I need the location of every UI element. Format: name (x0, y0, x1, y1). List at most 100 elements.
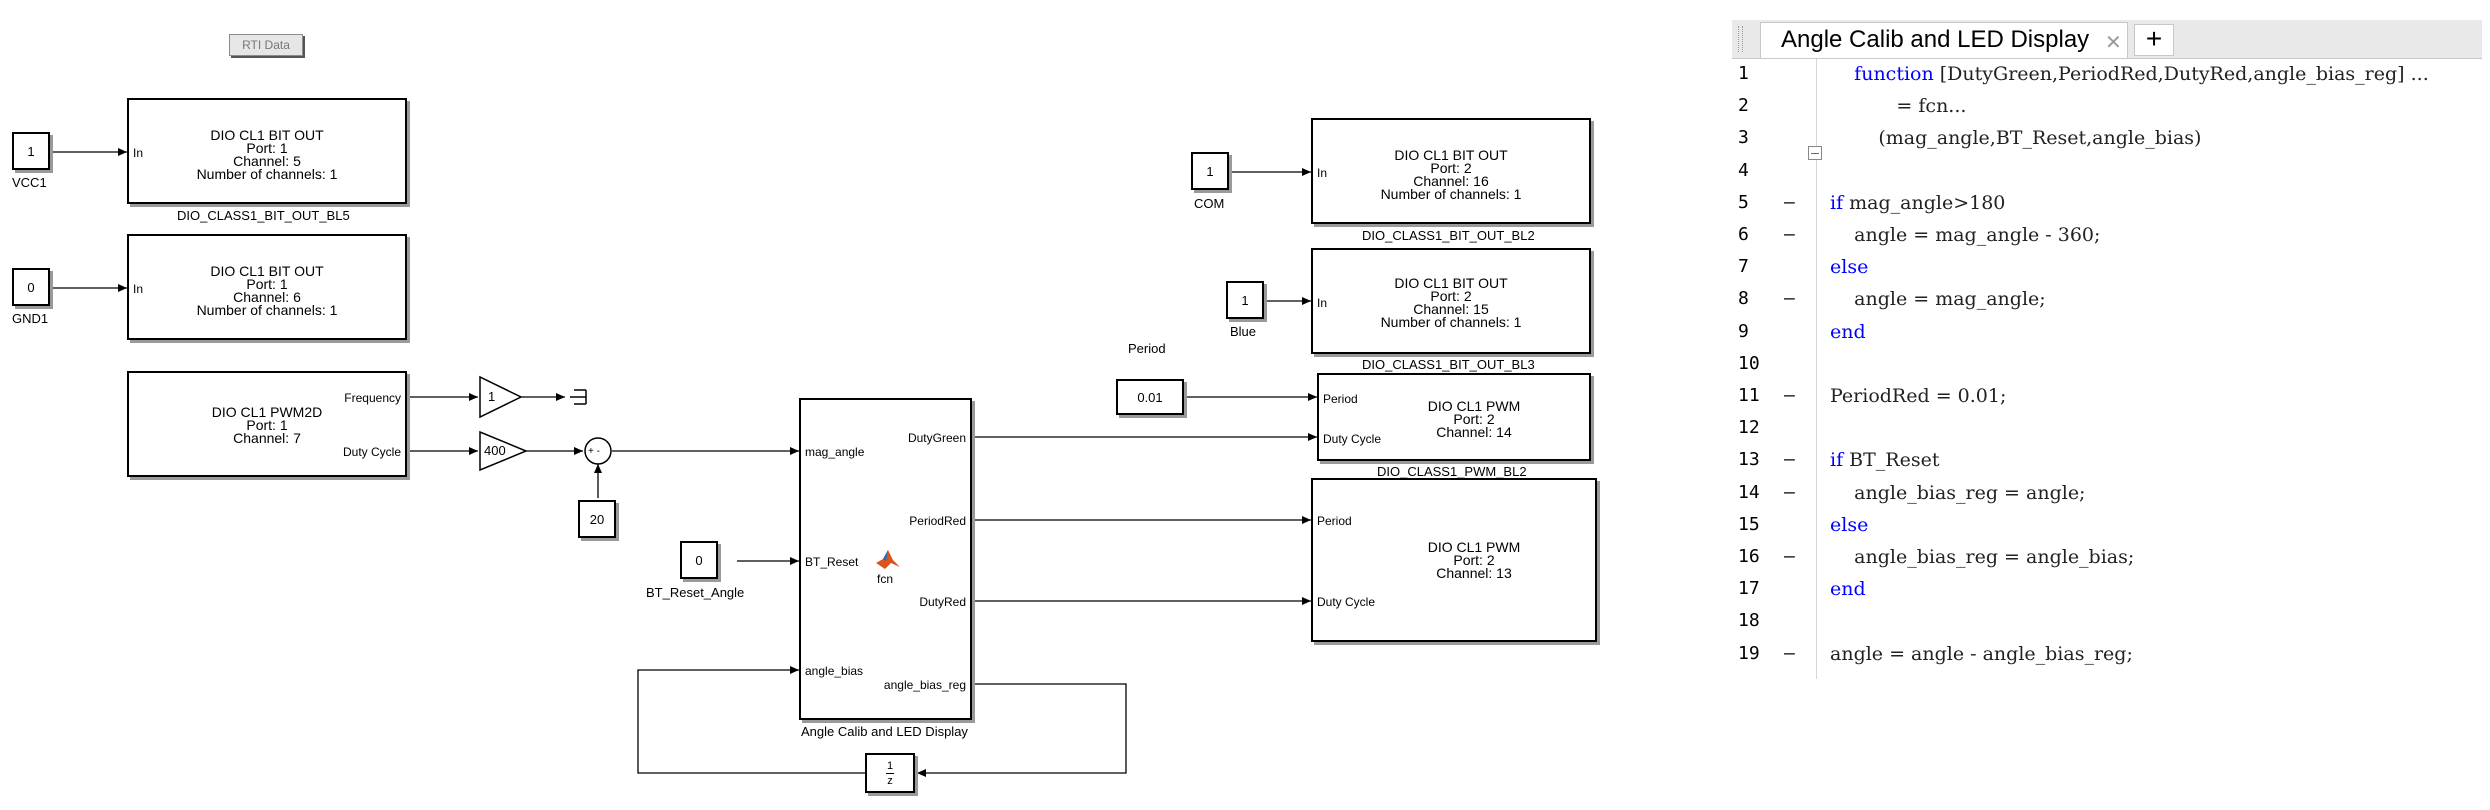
rti-data-block[interactable]: RTI Data (229, 34, 303, 56)
const-value: 1 (1206, 163, 1214, 179)
sum-block[interactable] (584, 437, 612, 465)
code-line[interactable]: end (1830, 578, 1866, 600)
breakpoint-dash[interactable]: – (1784, 288, 1795, 309)
const-blue-label: Blue (1230, 324, 1257, 339)
block-angle-calib-fcn[interactable]: mag_angle BT_Reset angle_bias DutyGreen … (799, 398, 972, 720)
code-line[interactable]: if mag_angle>180 (1830, 192, 2006, 214)
breakpoint-dash[interactable]: – (1784, 546, 1795, 567)
const-period[interactable]: 0.01 (1116, 379, 1184, 415)
gain-400-shape[interactable] (479, 430, 528, 472)
port-duty-cycle: Duty Cycle (342, 445, 401, 459)
breakpoint-dash[interactable]: – (1784, 482, 1795, 503)
line-number: 1 (1738, 63, 1749, 84)
block-line: Number of channels: 1 (1380, 314, 1522, 330)
port-period: Period (1323, 392, 1358, 406)
code-line[interactable]: angle = mag_angle - 360; (1830, 224, 2101, 246)
block-line: DIO CL1 BIT OUT (1394, 147, 1508, 163)
code-line[interactable]: angle = mag_angle; (1830, 288, 2046, 310)
block-dio-pwm2d[interactable]: DIO CL1 PWM2D Port: 1 Channel: 7 Frequen… (127, 371, 407, 477)
port-frequency: Frequency (344, 391, 401, 405)
block-line: Channel: 5 (233, 153, 301, 169)
const-vcc1[interactable]: 1 (12, 132, 50, 170)
line-gutter (1732, 59, 1817, 679)
code-line[interactable]: angle = angle - angle_bias_reg; (1830, 643, 2133, 665)
block-pwm14-caption: DIO_CLASS1_PWM_BL2 (1377, 464, 1527, 479)
code-line[interactable]: (mag_angle,BT_Reset,angle_bias) (1830, 127, 2202, 149)
block-dio-bit-out-ch6[interactable]: In DIO CL1 BIT OUT Port: 1 Channel: 6 Nu… (127, 234, 407, 340)
line-number: 15 (1738, 514, 1760, 535)
code-line[interactable]: if BT_Reset (1830, 449, 1940, 471)
simulink-diagram[interactable]: RTI Data 1 VCC1 0 GND1 1 COM 1 Blue Peri… (0, 0, 1620, 810)
add-tab-button[interactable]: + (2134, 24, 2174, 56)
block-bl5-caption: DIO_CLASS1_BIT_OUT_BL5 (177, 208, 350, 223)
block-dio-bit-out-bl3[interactable]: In DIO CL1 BIT OUT Port: 2 Channel: 15 N… (1311, 248, 1591, 354)
block-line: Number of channels: 1 (196, 302, 338, 318)
code-line[interactable]: PeriodRed = 0.01; (1830, 385, 2007, 407)
block-line: Port: 1 (246, 417, 288, 433)
const-gnd1[interactable]: 0 (12, 268, 50, 306)
line-number: 16 (1738, 546, 1760, 567)
breakpoint-dash[interactable]: – (1784, 192, 1795, 213)
matlab-function-editor[interactable]: Angle Calib and LED Display ✕ + 1 functi… (1732, 20, 2482, 680)
port-in: In (1317, 296, 1328, 310)
const-bt-reset[interactable]: 0 (680, 541, 718, 579)
block-line: Port: 2 (1453, 552, 1495, 568)
port-dutygreen: DutyGreen (907, 431, 966, 445)
line-number: 3 (1738, 127, 1749, 148)
line-number: 6 (1738, 224, 1749, 245)
const-com[interactable]: 1 (1191, 152, 1229, 190)
line-number: 19 (1738, 643, 1760, 664)
block-dio-bit-out-bl5[interactable]: In DIO CL1 BIT OUT Port: 1 Channel: 5 Nu… (127, 98, 407, 204)
block-line: Number of channels: 1 (196, 166, 338, 182)
port-period: Period (1317, 514, 1352, 528)
block-dio-pwm-ch14[interactable]: Period Duty Cycle DIO CL1 PWM Port: 2 Ch… (1317, 373, 1591, 461)
code-line[interactable]: angle_bias_reg = angle_bias; (1830, 546, 2135, 568)
const-com-label: COM (1194, 196, 1225, 211)
port-angle-bias: angle_bias (805, 664, 864, 678)
code-line[interactable]: angle_bias_reg = angle; (1830, 482, 2086, 504)
block-line: Port: 1 (246, 140, 288, 156)
breakpoint-dash[interactable]: – (1784, 385, 1795, 406)
code-line[interactable]: = fcn... (1830, 95, 1967, 117)
const-bt-reset-label: BT_Reset_Angle (646, 585, 745, 600)
gain-1-shape[interactable] (479, 375, 523, 419)
block-line: DIO CL1 BIT OUT (210, 127, 324, 143)
breakpoint-dash[interactable]: – (1784, 449, 1795, 470)
block-unit-delay[interactable]: 1 z (865, 753, 915, 793)
tabbar-grip (1738, 26, 1743, 52)
wire-bias-feedback[interactable] (637, 666, 866, 774)
const-20[interactable]: 20 (578, 500, 616, 538)
const-blue[interactable]: 1 (1226, 281, 1264, 319)
close-icon[interactable]: ✕ (2105, 32, 2122, 54)
fold-toggle-icon[interactable] (1808, 146, 1822, 160)
block-line: DIO CL1 BIT OUT (210, 263, 324, 279)
code-line[interactable]: else (1830, 514, 1869, 536)
block-bl3-caption: DIO_CLASS1_BIT_OUT_BL3 (1362, 357, 1535, 372)
block-line: Channel: 16 (1413, 173, 1489, 189)
port-duty-cycle: Duty Cycle (1323, 432, 1382, 446)
port-duty-cycle: Duty Cycle (1317, 595, 1376, 609)
const-value: 0.01 (1137, 389, 1163, 405)
matlab-logo-icon (876, 550, 900, 569)
block-line: Port: 2 (1453, 411, 1495, 427)
line-number: 12 (1738, 417, 1760, 438)
wire-bias-reg-out[interactable] (917, 683, 1127, 777)
block-line: Channel: 15 (1413, 301, 1489, 317)
unit-delay-bar (886, 773, 894, 774)
block-line: Channel: 14 (1436, 424, 1512, 440)
code-line[interactable]: end (1830, 321, 1866, 343)
code-line[interactable]: else (1830, 256, 1869, 278)
block-line: Channel: 13 (1436, 565, 1512, 581)
breakpoint-dash[interactable]: – (1784, 643, 1795, 664)
terminator-icon[interactable] (570, 389, 587, 405)
block-dio-bit-out-bl2[interactable]: In DIO CL1 BIT OUT Port: 2 Channel: 16 N… (1311, 118, 1591, 224)
signal-lines (52, 148, 1317, 777)
block-line: Number of channels: 1 (1380, 186, 1522, 202)
const-value: 20 (589, 511, 605, 527)
block-bl2-caption: DIO_CLASS1_BIT_OUT_BL2 (1362, 228, 1535, 243)
tab-angle-calib[interactable]: Angle Calib and LED Display ✕ (1760, 22, 2128, 58)
breakpoint-dash[interactable]: – (1784, 224, 1795, 245)
code-line[interactable]: function [DutyGreen,PeriodRed,DutyRed,an… (1854, 63, 2429, 85)
line-number: 5 (1738, 192, 1749, 213)
block-dio-pwm-ch13[interactable]: Period Duty Cycle DIO CL1 PWM Port: 2 Ch… (1311, 478, 1597, 642)
